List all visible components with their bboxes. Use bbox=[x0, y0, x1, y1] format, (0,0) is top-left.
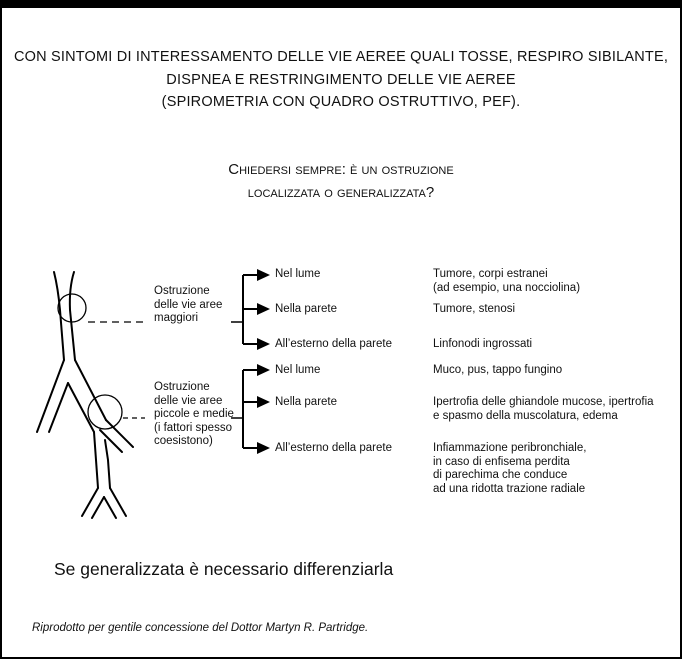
arrowhead-1-1 bbox=[257, 269, 270, 281]
cause-line: (ad esempio, una nocciolina) bbox=[433, 282, 580, 296]
cause-line: in caso di enfisema perdita bbox=[433, 456, 586, 470]
causes-2-3: Infiammazione peribronchiale, in caso di… bbox=[433, 442, 586, 496]
site-1-2: Nella parete bbox=[275, 303, 337, 317]
causes-2-1: Muco, pus, tappo fungino bbox=[433, 364, 562, 378]
cause-line: ad una ridotta trazione radiale bbox=[433, 483, 586, 497]
site-1-3: All’esterno della parete bbox=[275, 338, 392, 352]
group-1-label-line: maggiori bbox=[154, 312, 222, 326]
group-2-label-line: (i fattori spesso bbox=[154, 422, 234, 436]
generalized-note: Se generalizzata è necessario differenzi… bbox=[54, 559, 393, 580]
arrowhead-1-2 bbox=[257, 303, 270, 315]
cause-line: Linfonodi ingrossati bbox=[433, 338, 532, 352]
group-2-label-line: delle vie aree bbox=[154, 395, 234, 409]
bracket-group-2 bbox=[231, 364, 270, 454]
group-1-label: Ostruzione delle vie aree maggiori bbox=[154, 285, 222, 326]
arrowhead-1-3 bbox=[257, 338, 270, 350]
causes-1-1: Tumore, corpi estranei (ad esempio, una … bbox=[433, 268, 580, 295]
group-1-label-line: delle vie aree bbox=[154, 299, 222, 313]
cause-line: e spasmo della muscolatura, edema bbox=[433, 410, 654, 424]
arrowhead-2-3 bbox=[257, 442, 270, 454]
causes-1-3: Linfonodi ingrossati bbox=[433, 338, 532, 352]
cause-line: di parechima che conduce bbox=[433, 469, 586, 483]
cause-line: Ipertrofia delle ghiandole mucose, ipert… bbox=[433, 396, 654, 410]
site-2-2: Nella parete bbox=[275, 396, 337, 410]
cause-line: Muco, pus, tappo fungino bbox=[433, 364, 562, 378]
large-airway-circle bbox=[58, 294, 86, 322]
cause-line: Tumore, stenosi bbox=[433, 303, 515, 317]
arrowhead-2-2 bbox=[257, 396, 270, 408]
causes-2-2: Ipertrofia delle ghiandole mucose, ipert… bbox=[433, 396, 654, 423]
credit-line: Riprodotto per gentile concessione del D… bbox=[32, 622, 368, 634]
group-2-label-line: piccole e medie bbox=[154, 408, 234, 422]
group-1-label-line: Ostruzione bbox=[154, 285, 222, 299]
site-2-3: All’esterno della parete bbox=[275, 442, 392, 456]
cause-line: Tumore, corpi estranei bbox=[433, 268, 580, 282]
group-2-label-line: coesistono) bbox=[154, 435, 234, 449]
airway-tree-icon bbox=[37, 272, 133, 518]
group-2-label: Ostruzione delle vie aree piccole e medi… bbox=[154, 381, 234, 449]
group-2-label-line: Ostruzione bbox=[154, 381, 234, 395]
site-2-1: Nel lume bbox=[275, 364, 320, 378]
bracket-group-1 bbox=[231, 269, 270, 350]
cause-line: Infiammazione peribronchiale, bbox=[433, 442, 586, 456]
causes-1-2: Tumore, stenosi bbox=[433, 303, 515, 317]
small-airway-circle bbox=[88, 395, 122, 429]
site-1-1: Nel lume bbox=[275, 268, 320, 282]
arrowhead-2-1 bbox=[257, 364, 270, 376]
